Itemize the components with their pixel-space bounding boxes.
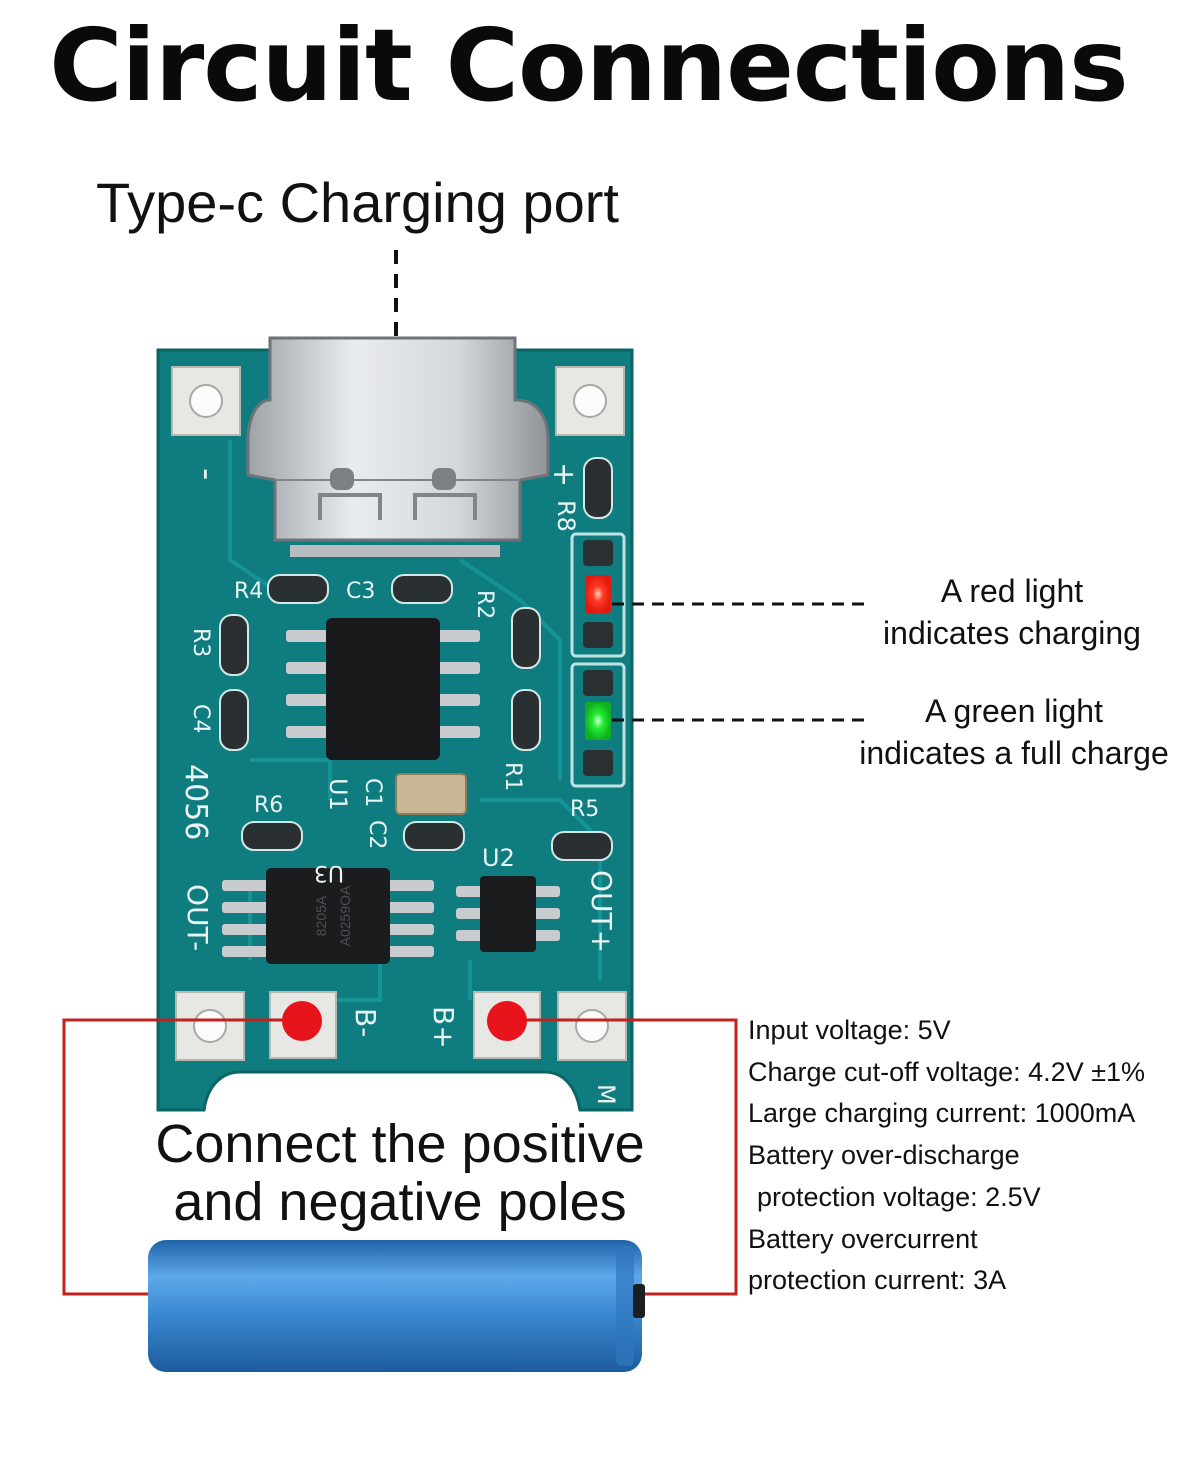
- green-light-label-line2: indicates a full charge: [859, 735, 1169, 771]
- spec-over-discharge-voltage: protection voltage: 2.5V: [757, 1181, 1041, 1212]
- silk-b-minus: B-: [349, 1008, 382, 1037]
- page-title: Circuit Connections: [49, 7, 1128, 124]
- green-led: [570, 662, 626, 788]
- spec-input-voltage: Input voltage: 5V: [748, 1015, 951, 1045]
- silk-c1: C1: [360, 778, 385, 807]
- capacitor-c2: [403, 821, 465, 851]
- pcb-board: A0259OA 8205A: [156, 336, 634, 1112]
- red-light-label-line1: A red light: [940, 573, 1084, 609]
- resistor-r1: [511, 689, 541, 751]
- spec-over-discharge: Battery over-discharge: [748, 1140, 1020, 1171]
- chip-u3-marking-2: 8205A: [313, 895, 329, 936]
- poles-label-line1: Connect the positive: [155, 1114, 645, 1174]
- silk-r5: R5: [570, 797, 599, 822]
- red-light-label-line2: indicates charging: [883, 615, 1141, 651]
- silk-b-plus: B+: [427, 1006, 460, 1049]
- capacitor-c1: [395, 773, 467, 815]
- silk-u3: U3: [314, 860, 344, 885]
- mounting-pad-top-left: [171, 366, 241, 436]
- silk-r6: R6: [254, 793, 283, 818]
- specs-list: Input voltage: 5V Charge cut-off voltage…: [748, 1010, 1176, 1302]
- poles-label-line2: and negative poles: [173, 1172, 627, 1232]
- negative-pole-dot: [282, 1001, 322, 1041]
- mounting-pad-top-right: [555, 366, 625, 436]
- positive-pole-dot: [487, 1001, 527, 1041]
- silk-u1: U1: [324, 778, 352, 811]
- silk-out-minus: OUT-: [181, 884, 214, 951]
- resistor-r5: [551, 831, 613, 861]
- usb-c-connector: [246, 336, 550, 557]
- red-light-label: A red light indicates charging: [872, 570, 1152, 654]
- poles-label: Connect the positive and negative poles: [120, 1115, 680, 1231]
- silk-c4: C4: [188, 704, 213, 733]
- silk-out-plus: OUT+: [585, 870, 618, 953]
- silk-corner: M: [592, 1084, 620, 1105]
- silk-c2: C2: [364, 820, 389, 849]
- capacitor-c4: [219, 689, 249, 751]
- silk-minus: -: [187, 468, 227, 480]
- pad-out-minus: [175, 991, 245, 1061]
- resistor-r3: [219, 614, 249, 676]
- silk-r8: R8: [552, 500, 580, 532]
- green-light-label: A green light indicates a full charge: [852, 690, 1176, 774]
- silk-r3: R3: [188, 628, 213, 657]
- spec-charging-current: Large charging current: 1000mA: [748, 1098, 1136, 1129]
- chip-u1-4056: [286, 618, 480, 760]
- resistor-r2: [511, 607, 541, 669]
- chip-u3-mosfet: A0259OA 8205A: [222, 868, 434, 964]
- silk-model: 4056: [178, 764, 213, 840]
- silk-c3: C3: [346, 579, 375, 604]
- spec-overcurrent-value: protection current: 3A: [748, 1265, 1007, 1296]
- battery-cell: [148, 1240, 645, 1372]
- resistor-r4: [267, 574, 329, 604]
- silk-u2: U2: [482, 844, 515, 872]
- silk-r2: R2: [472, 590, 497, 619]
- red-led: [570, 532, 626, 658]
- type-c-port-label: Type-c Charging port: [96, 171, 619, 234]
- silk-r4: R4: [234, 579, 263, 604]
- resistor-r8: [583, 457, 613, 519]
- capacitor-c3: [391, 574, 453, 604]
- spec-overcurrent: Battery overcurrent: [748, 1223, 978, 1254]
- silk-r1: R1: [500, 762, 525, 791]
- chip-u2-protection: [456, 876, 560, 952]
- green-light-label-line1: A green light: [925, 693, 1103, 729]
- battery-wiring: [62, 1018, 738, 1296]
- resistor-r6: [241, 821, 303, 851]
- spec-charge-cutoff: Charge cut-off voltage: 4.2V ±1%: [748, 1056, 1146, 1087]
- pad-out-plus: [557, 991, 627, 1061]
- chip-u3-marking-1: A0259OA: [337, 885, 353, 946]
- silk-plus: +: [546, 462, 581, 487]
